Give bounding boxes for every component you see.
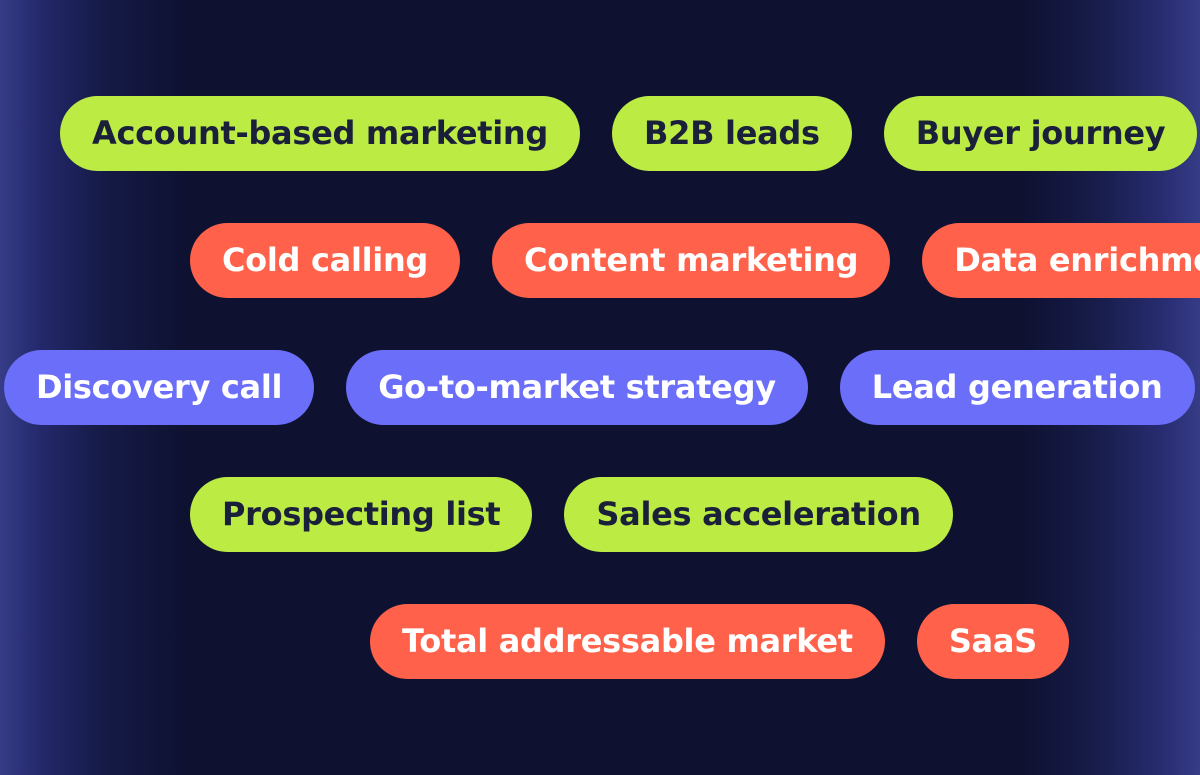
tag-row-1: Account-based marketing B2B leads Buyer … [0,96,1200,171]
tag-account-based-marketing: Account-based marketing [60,96,581,171]
tag-content-marketing: Content marketing [492,223,891,298]
tag-row-4: Prospecting list Sales acceleration [0,477,1200,552]
tag-buyer-journey: Buyer journey [883,96,1198,171]
tag-row-5: Total addressable market SaaS [0,604,1200,679]
tag-saas: SaaS [916,604,1069,679]
tag-prospecting-list: Prospecting list [190,477,533,552]
tag-b2b-leads: B2B leads [612,96,852,171]
tag-row-3: Discovery call Go-to-market strategy Lea… [0,350,1200,425]
tag-row-2: Cold calling Content marketing Data enri… [0,223,1200,298]
tag-sales-acceleration: Sales acceleration [564,477,953,552]
tag-go-to-market-strategy: Go-to-market strategy [346,350,808,425]
tag-lead-generation: Lead generation [839,350,1195,425]
tag-cold-calling: Cold calling [190,223,461,298]
tag-total-addressable-market: Total addressable market [370,604,885,679]
tag-discovery-call: Discovery call [4,350,315,425]
tag-data-enrichment: Data enrichment [922,223,1200,298]
